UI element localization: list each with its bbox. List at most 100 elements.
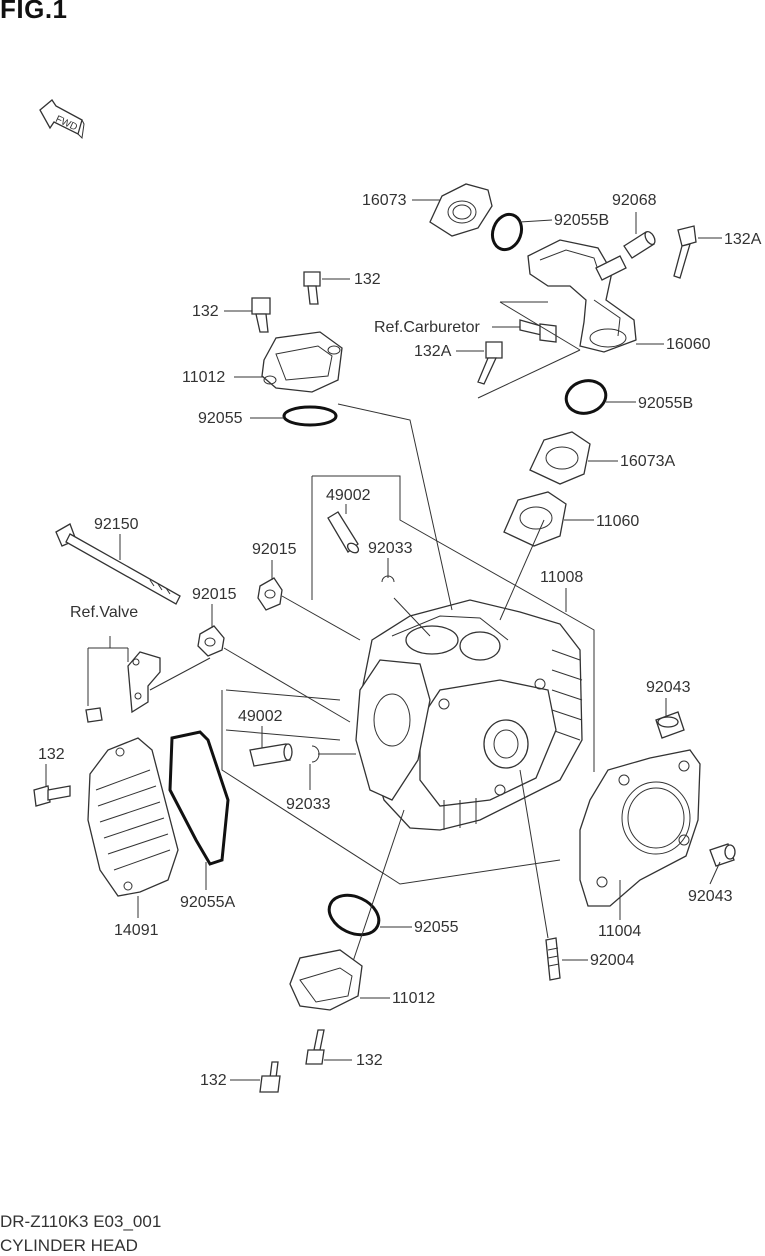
callout-11060: 11060 xyxy=(564,513,639,530)
svg-text:132: 132 xyxy=(200,1072,227,1089)
callout-ref-carburetor: Ref.Carburetor xyxy=(374,319,520,336)
svg-text:92033: 92033 xyxy=(286,796,331,813)
o-ring-92055-top xyxy=(282,405,338,427)
dowel-92043-right xyxy=(709,843,736,867)
bolt-132-top xyxy=(303,271,321,305)
svg-text:132A: 132A xyxy=(724,231,762,248)
dowel-92043-top xyxy=(655,711,685,739)
fwd-arrow-icon: FWD xyxy=(39,99,85,140)
svg-text:16073A: 16073A xyxy=(620,453,675,470)
svg-text:92043: 92043 xyxy=(688,888,733,905)
svg-text:92015: 92015 xyxy=(192,586,237,603)
callout-92055-bottom: 92055 xyxy=(380,919,459,936)
intake-gasket-16073 xyxy=(429,183,493,237)
svg-text:11012: 11012 xyxy=(182,369,225,386)
cylinder-head-11008 xyxy=(355,599,583,831)
callout-132-top: 132 xyxy=(322,271,381,288)
callout-92055b-mid: 92055B xyxy=(606,395,693,412)
callout-16073: 16073 xyxy=(362,192,440,209)
callout-132-bottom-left: 132 xyxy=(200,1072,260,1089)
svg-text:92015: 92015 xyxy=(252,541,297,558)
svg-text:92004: 92004 xyxy=(590,952,635,969)
svg-text:132: 132 xyxy=(38,746,65,763)
callout-11008: 11008 xyxy=(540,569,583,612)
nut-92015-b xyxy=(197,625,225,657)
svg-text:16060: 16060 xyxy=(666,336,711,353)
nut-92015-a xyxy=(257,577,283,611)
o-ring-92055-bottom xyxy=(327,893,381,937)
valve-bracket xyxy=(85,651,161,723)
callout-16060: 16060 xyxy=(636,336,711,353)
callout-92068: 92068 xyxy=(612,192,657,234)
bolt-132-bottom-right xyxy=(305,1029,325,1065)
svg-text:132: 132 xyxy=(356,1052,383,1069)
callout-49002-top: 49002 xyxy=(326,487,371,514)
svg-text:92055B: 92055B xyxy=(638,395,693,412)
figure-title: FIG.1 xyxy=(0,0,68,24)
svg-text:92055B: 92055B xyxy=(554,212,609,229)
callout-92033-top: 92033 xyxy=(368,540,413,578)
callout-132a-mid: 132A xyxy=(414,343,484,360)
svg-text:11012: 11012 xyxy=(392,990,435,1007)
head-gasket-11004 xyxy=(579,749,701,907)
bolt-132a-right xyxy=(673,225,697,279)
callout-14091: 14091 xyxy=(114,896,159,939)
gasket-11060 xyxy=(503,491,567,547)
svg-text:92055: 92055 xyxy=(414,919,459,936)
svg-text:11008: 11008 xyxy=(540,569,583,586)
callout-92055a: 92055A xyxy=(180,862,235,911)
callout-92033-mid: 92033 xyxy=(286,764,331,813)
callout-92055b-top: 92055B xyxy=(519,212,609,229)
stud-bolt-92150 xyxy=(55,523,181,605)
callout-11012-bottom: 11012 xyxy=(360,990,435,1007)
intake-pipe-16060 xyxy=(527,239,637,353)
svg-text:92033: 92033 xyxy=(368,540,413,557)
callout-ref-valve: Ref.Valve xyxy=(70,604,138,621)
bolt-132-left xyxy=(251,297,271,333)
bushing-92068 xyxy=(623,230,656,259)
section-name: CYLINDER HEAD xyxy=(0,1236,138,1255)
callout-92004: 92004 xyxy=(562,952,635,969)
svg-text:92150: 92150 xyxy=(94,516,139,533)
callout-92015-a: 92015 xyxy=(252,541,297,580)
callout-92043-right: 92043 xyxy=(688,861,733,905)
bolt-132a-mid xyxy=(477,341,503,385)
o-ring-92055b-top xyxy=(490,212,524,252)
tappet-cap-11012-top xyxy=(261,331,343,393)
svg-text:Ref.Carburetor: Ref.Carburetor xyxy=(374,319,480,336)
gasket-92055a xyxy=(168,730,230,866)
svg-text:132A: 132A xyxy=(414,343,452,360)
svg-text:49002: 49002 xyxy=(326,487,371,504)
callout-16073a: 16073A xyxy=(588,453,675,470)
svg-text:11060: 11060 xyxy=(596,513,639,530)
svg-text:Ref.Valve: Ref.Valve xyxy=(70,604,138,621)
svg-text:14091: 14091 xyxy=(114,922,159,939)
clip-92033-mid xyxy=(311,745,320,763)
bolt-132-bottom-left xyxy=(259,1061,281,1093)
callout-92055-top: 92055 xyxy=(198,410,284,427)
callout-132-bottom-right: 132 xyxy=(324,1052,383,1069)
callout-92150: 92150 xyxy=(94,516,139,560)
callout-11004: 11004 xyxy=(598,880,641,940)
callout-92043-top: 92043 xyxy=(646,679,691,716)
tappet-cap-11012-bottom xyxy=(289,949,363,1011)
callout-92015-b: 92015 xyxy=(192,586,237,628)
callout-132-cover: 132 xyxy=(38,746,65,786)
svg-text:132: 132 xyxy=(192,303,219,320)
callout-132-left: 132 xyxy=(192,303,252,320)
svg-text:16073: 16073 xyxy=(362,192,407,209)
model-code: DR-Z110K3 E03_001 xyxy=(0,1212,162,1231)
tappet-49002-mid xyxy=(249,743,293,767)
svg-text:92055: 92055 xyxy=(198,410,243,427)
svg-text:92068: 92068 xyxy=(612,192,657,209)
o-ring-92055b-mid xyxy=(564,379,608,415)
callout-49002-mid: 49002 xyxy=(238,708,283,748)
tappet-49002-top xyxy=(327,511,360,554)
intake-insulator-16073a xyxy=(529,431,591,485)
svg-text:92043: 92043 xyxy=(646,679,691,696)
svg-text:132: 132 xyxy=(354,271,381,288)
stud-92004 xyxy=(545,937,561,981)
svg-text:11004: 11004 xyxy=(598,923,641,940)
svg-text:49002: 49002 xyxy=(238,708,283,725)
